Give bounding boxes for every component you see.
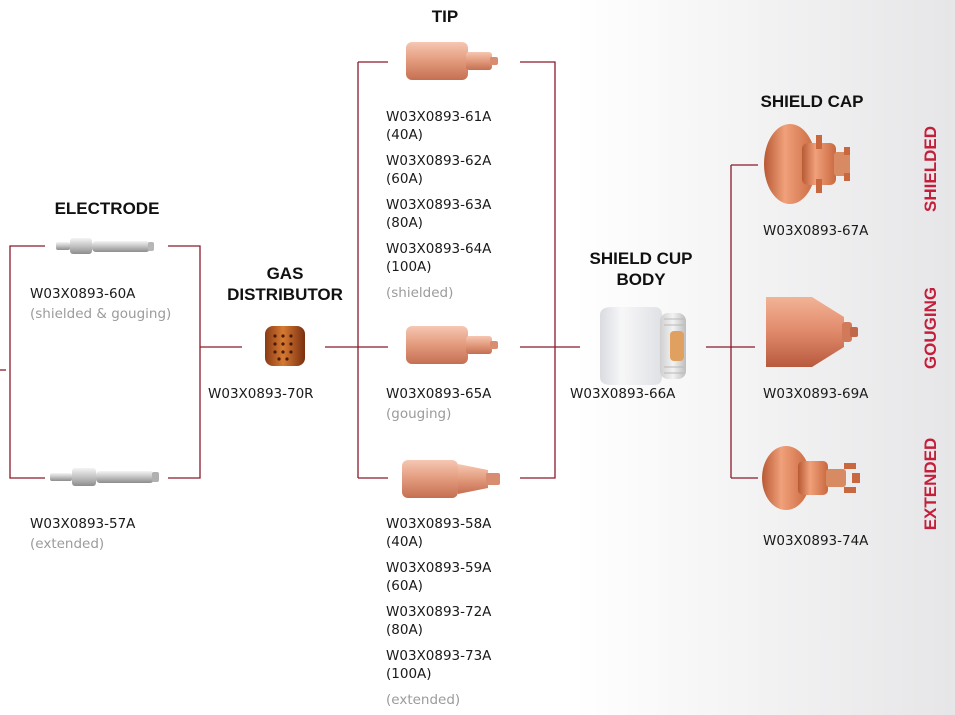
tip-amperage: (100A) xyxy=(386,258,432,277)
tip-extended-image xyxy=(396,456,516,502)
tip-part-number: W03X0893-63A xyxy=(386,196,491,215)
side-label-gouging: GOUGING xyxy=(921,268,941,388)
tip-part-number: W03X0893-61A xyxy=(386,108,491,127)
heading-shield-cap: SHIELD CAP xyxy=(747,91,877,112)
electrode-extended-image xyxy=(46,463,166,491)
shield-cap-extended-image xyxy=(756,443,868,513)
electrode-shielded-image xyxy=(50,233,162,259)
tip-part-number: W03X0893-73A xyxy=(386,647,491,666)
tip-gouging-image xyxy=(398,322,510,368)
shield-cup-body-image xyxy=(592,305,696,387)
shield-cup-body-part-number: W03X0893-66A xyxy=(570,385,675,404)
tip-amperage: (100A) xyxy=(386,665,432,684)
side-label-shielded: SHIELDED xyxy=(921,109,941,229)
heading-electrode: ELECTRODE xyxy=(34,198,180,219)
electrode-shielded-part-number: W03X0893-60A xyxy=(30,285,135,304)
tip-shielded-note: (shielded) xyxy=(386,284,453,303)
tip-amperage: (60A) xyxy=(386,577,423,596)
gas-distributor-image xyxy=(257,322,313,370)
gas-distributor-part-number: W03X0893-70R xyxy=(208,385,314,404)
electrode-extended-note: (extended) xyxy=(30,535,104,554)
tip-shielded-image xyxy=(398,38,510,84)
shield-cap-extended-part-number: W03X0893-74A xyxy=(763,532,868,551)
tip-amperage: (40A) xyxy=(386,533,423,552)
shield-cap-gouging-image xyxy=(760,291,864,373)
heading-shield-cup-body: SHIELD CUP BODY xyxy=(576,248,706,290)
tip-part-number: W03X0893-59A xyxy=(386,559,491,578)
tip-part-number: W03X0893-72A xyxy=(386,603,491,622)
tip-amperage: (60A) xyxy=(386,170,423,189)
tip-part-number: W03X0893-58A xyxy=(386,515,491,534)
tip-part-number: W03X0893-62A xyxy=(386,152,491,171)
shield-cap-gouging-part-number: W03X0893-69A xyxy=(763,385,868,404)
tip-extended-note: (extended) xyxy=(386,691,460,710)
tip-gouging-note: (gouging) xyxy=(386,405,451,424)
side-label-extended: EXTENDED xyxy=(921,424,941,544)
shield-cap-shielded-part-number: W03X0893-67A xyxy=(763,222,868,241)
electrode-extended-part-number: W03X0893-57A xyxy=(30,515,135,534)
tip-amperage: (80A) xyxy=(386,214,423,233)
tip-amperage: (40A) xyxy=(386,126,423,145)
heading-gas-distributor: GAS DISTRIBUTOR xyxy=(210,263,360,305)
heading-tip: TIP xyxy=(405,6,485,27)
tip-gouging-part-number: W03X0893-65A xyxy=(386,385,491,404)
tip-part-number: W03X0893-64A xyxy=(386,240,491,259)
tip-amperage: (80A) xyxy=(386,621,423,640)
electrode-shielded-note: (shielded & gouging) xyxy=(30,305,171,324)
shield-cap-shielded-image xyxy=(758,121,864,207)
